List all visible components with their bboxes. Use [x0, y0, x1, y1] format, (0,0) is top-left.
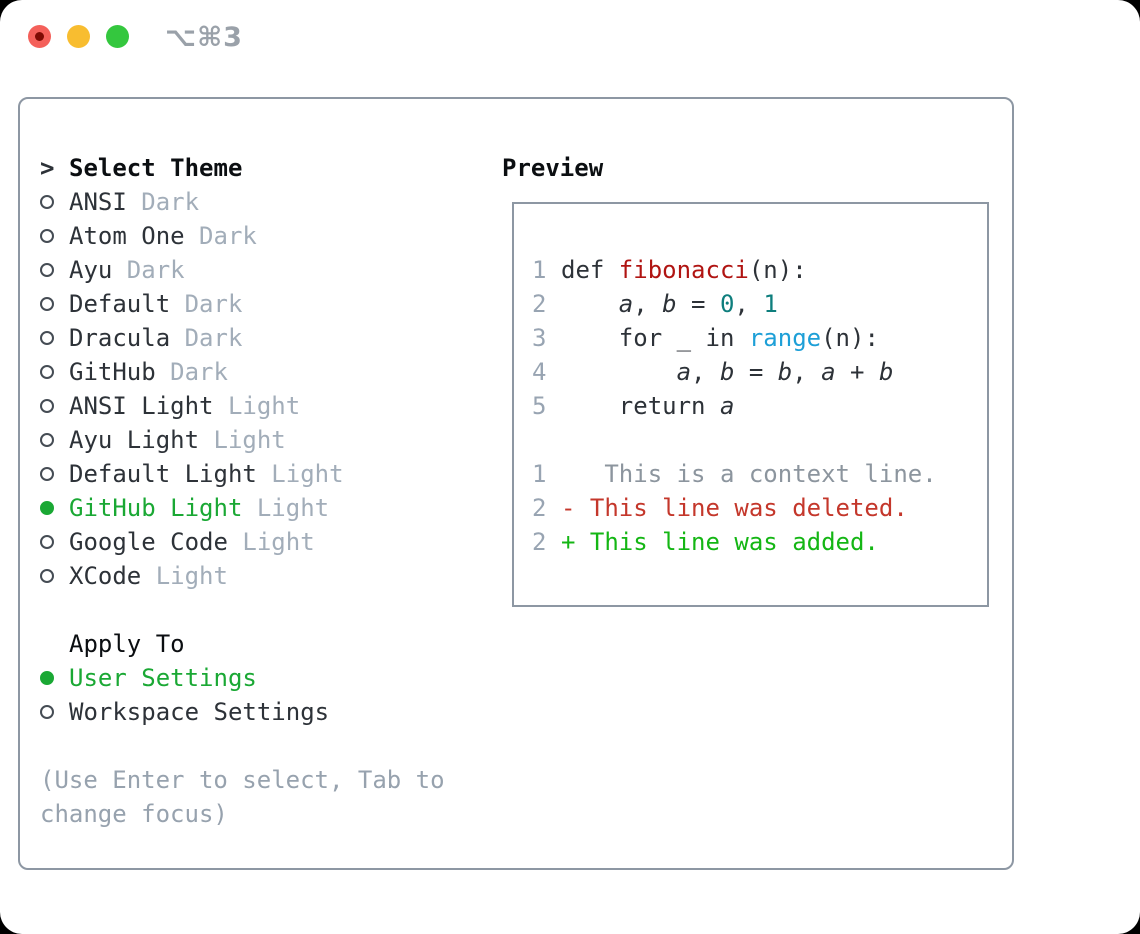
theme-option-label: Atom One [69, 222, 185, 250]
theme-option-label: Ayu Light [69, 426, 200, 454]
theme-option-github[interactable]: GitHub Dark [40, 355, 480, 389]
theme-option-variant: Light [141, 562, 228, 590]
diff-preview: 1 This is a context line.2- This line wa… [532, 457, 987, 559]
theme-option-label: ANSI [69, 188, 127, 216]
code-line: 5 return a [532, 389, 987, 423]
theme-option-variant: Light [242, 494, 330, 522]
theme-option-label: Default [69, 290, 171, 318]
theme-option-label: GitHub [69, 358, 156, 386]
theme-option-variant: Light [213, 392, 301, 420]
theme-option-variant: Light [227, 528, 315, 556]
theme-option-label: Google Code [69, 528, 228, 556]
line-number: 1 [532, 460, 547, 488]
line-number: 3 [532, 324, 547, 352]
radio-icon [40, 330, 54, 345]
theme-option-xcode[interactable]: XCode Light [40, 559, 480, 593]
theme-option-label: Dracula [69, 324, 171, 352]
diff-line-added: 2+ This line was added. [532, 525, 987, 559]
theme-option-variant: Dark [170, 324, 243, 352]
theme-option-label: Default Light [69, 460, 257, 488]
window-title-shortcut: ⌥⌘3 [165, 22, 243, 53]
theme-option-variant: Dark [155, 358, 228, 386]
radio-icon [40, 228, 54, 243]
line-number: 4 [532, 358, 547, 386]
theme-option-variant: Dark [112, 256, 185, 284]
radio-icon [40, 466, 54, 481]
radio-icon [40, 704, 54, 719]
theme-option-label: Ayu [69, 256, 113, 284]
theme-option-default[interactable]: Default Dark [40, 287, 480, 321]
radio-icon [40, 262, 54, 277]
theme-option-atom-one[interactable]: Atom One Dark [40, 219, 480, 253]
theme-option-label: GitHub Light [69, 494, 243, 522]
radio-icon [40, 296, 54, 311]
theme-option-variant: Dark [126, 188, 200, 216]
theme-option-variant: Light [199, 426, 286, 454]
line-number: 2 [532, 494, 547, 522]
line-number: 2 [532, 528, 547, 556]
apply-option-label: User Settings [69, 664, 257, 692]
apply-option-workspace-settings[interactable]: Workspace Settings [40, 695, 480, 729]
minimize-button-icon[interactable] [67, 25, 90, 48]
theme-option-dracula[interactable]: Dracula Dark [40, 321, 480, 355]
radio-selected-icon [40, 670, 54, 685]
select-theme-header: Select Theme [69, 154, 243, 182]
radio-icon [40, 398, 54, 413]
close-button-icon[interactable] [28, 25, 51, 48]
line-number: 1 [532, 256, 547, 284]
theme-option-github-light[interactable]: GitHub Light Light [40, 491, 480, 525]
traffic-lights [28, 25, 129, 48]
code-line: 2 a, b = 0, 1 [532, 287, 987, 321]
code-line: 4 a, b = b, a + b [532, 355, 987, 389]
prompt-arrow-icon: > [40, 154, 55, 182]
line-number: 5 [532, 392, 547, 420]
theme-option-default-light[interactable]: Default Light Light [40, 457, 480, 491]
theme-option-ansi[interactable]: ANSI Dark [40, 185, 480, 219]
radio-selected-icon [40, 500, 54, 515]
zoom-button-icon[interactable] [106, 25, 129, 48]
theme-option-ansi-light[interactable]: ANSI Light Light [40, 389, 480, 423]
preview-header: Preview [502, 154, 604, 182]
radio-icon [40, 194, 54, 209]
apply-to-header-row: Apply To [40, 627, 480, 661]
line-number: 2 [532, 290, 547, 318]
radio-icon [40, 568, 54, 583]
keyboard-hint: (Use Enter to select, Tab to change focu… [40, 766, 445, 828]
radio-icon [40, 534, 54, 549]
radio-icon [40, 364, 54, 379]
theme-option-variant: Light [256, 460, 344, 488]
theme-option-ayu[interactable]: Ayu Dark [40, 253, 480, 287]
select-theme-header-row: > Select Theme [40, 151, 480, 185]
apply-option-user-settings[interactable]: User Settings [40, 661, 480, 695]
code-line: 3 for _ in range(n): [532, 321, 987, 355]
theme-option-variant: Dark [170, 290, 243, 318]
theme-option-google-code[interactable]: Google Code Light [40, 525, 480, 559]
theme-option-variant: Dark [184, 222, 257, 250]
apply-to-header: Apply To [69, 630, 185, 658]
apply-option-label: Workspace Settings [69, 698, 330, 726]
theme-option-ayu-light[interactable]: Ayu Light Light [40, 423, 480, 457]
diff-line-context: 1 This is a context line. [532, 457, 987, 491]
radio-icon [40, 432, 54, 447]
theme-option-label: XCode [69, 562, 142, 590]
diff-line-deleted: 2- This line was deleted. [532, 491, 987, 525]
theme-option-label: ANSI Light [69, 392, 214, 420]
